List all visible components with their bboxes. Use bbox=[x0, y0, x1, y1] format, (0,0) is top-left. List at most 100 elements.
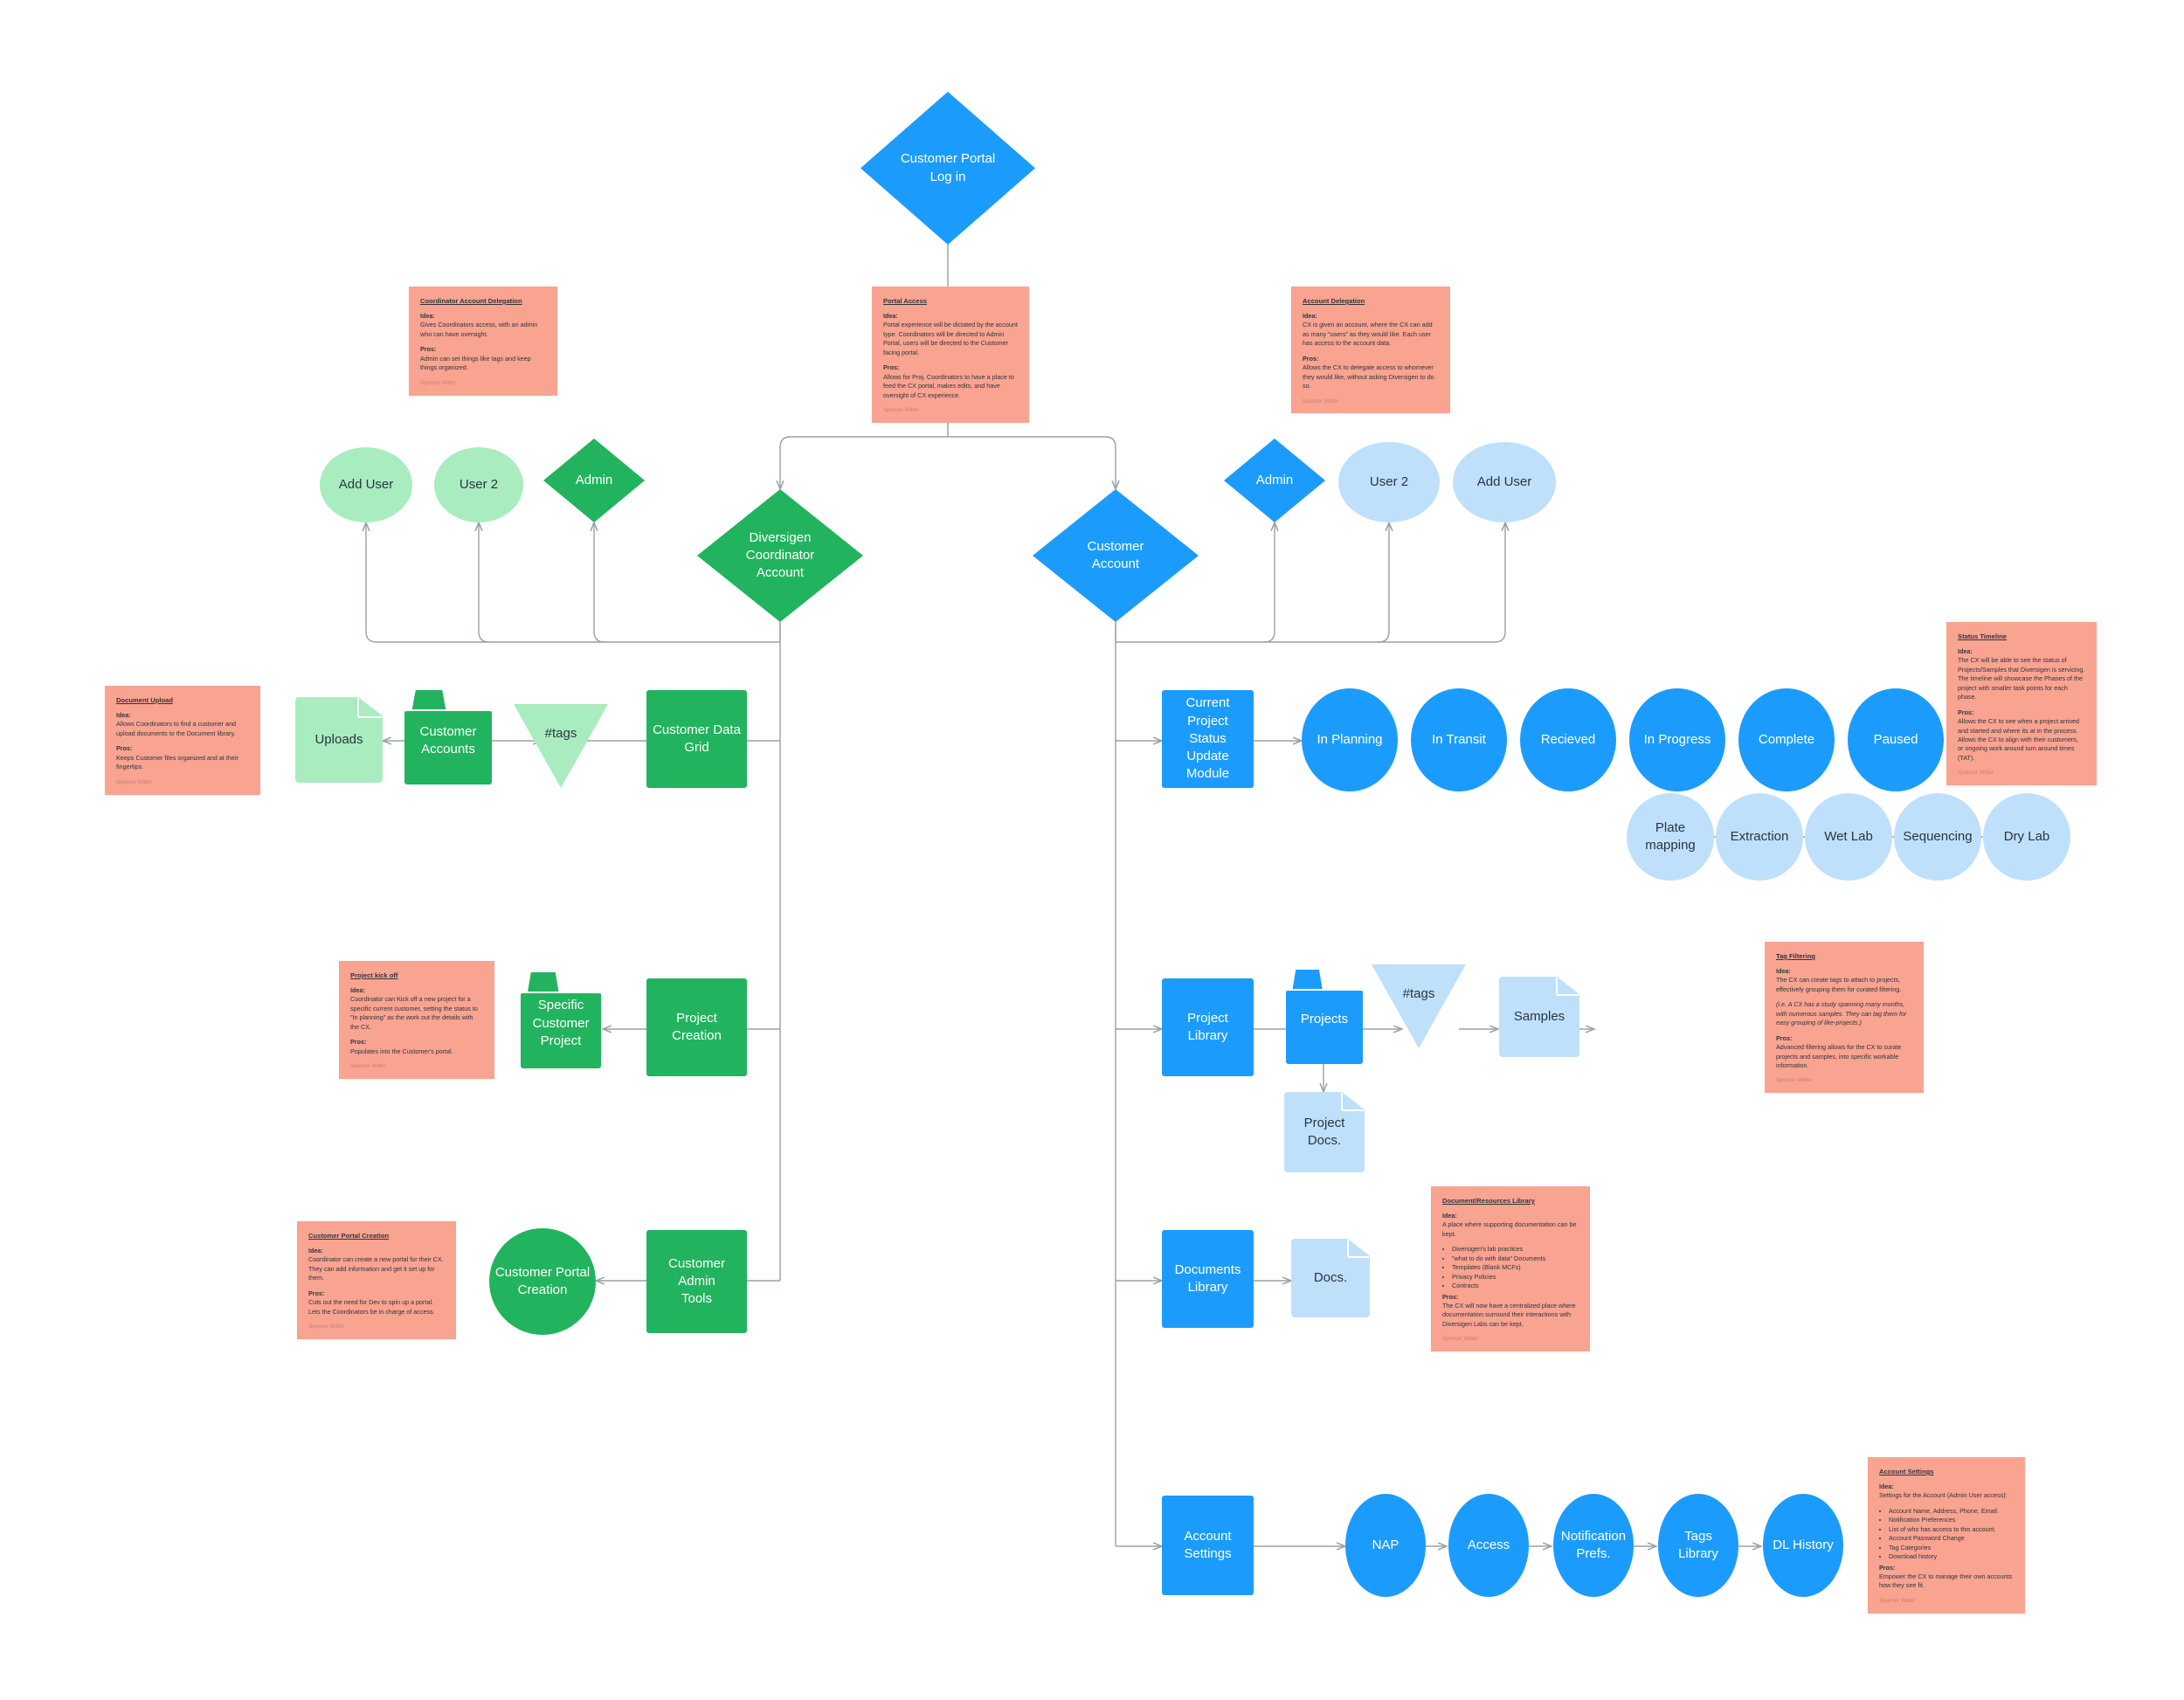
note-bullet: Templates (Blank MCFs) bbox=[1452, 1263, 1579, 1272]
node-label: Account Settings bbox=[1184, 1528, 1232, 1561]
node-customer-portal-creation[interactable]: Customer Portal Creation bbox=[489, 1228, 596, 1335]
node-project-docs[interactable]: Project Docs. bbox=[1284, 1092, 1365, 1172]
node-label: Add User bbox=[338, 476, 394, 492]
note-portal-access[interactable]: Portal Access Idea: Portal experience wi… bbox=[872, 287, 1029, 423]
note-author: Spencer Witter bbox=[116, 778, 152, 785]
note-pros-text: Advanced filtering allows for the CX to … bbox=[1776, 1043, 1902, 1069]
note-author: Spencer Witter bbox=[350, 1063, 386, 1070]
node-status-in-transit[interactable]: In Transit bbox=[1411, 688, 1507, 791]
node-status-in-planning[interactable]: In Planning bbox=[1302, 688, 1398, 791]
node-customer-portal-login[interactable]: Customer Portal Log in bbox=[860, 92, 1035, 245]
node-status-recieved[interactable]: Recieved bbox=[1520, 688, 1616, 791]
node-label: NAP bbox=[1372, 1537, 1400, 1552]
node-phase-plate-mapping[interactable]: Plate mapping bbox=[1627, 793, 1714, 881]
node-customer-account[interactable]: Customer Account bbox=[1033, 489, 1199, 622]
node-customer-admin-tools[interactable]: Customer Admin Tools bbox=[646, 1230, 747, 1333]
node-customer-accounts[interactable]: Customer Accounts bbox=[404, 690, 492, 784]
node-label: In Transit bbox=[1432, 731, 1486, 747]
node-label: Documents Library bbox=[1174, 1261, 1241, 1295]
note-account-settings[interactable]: Account Settings Idea: Settings for the … bbox=[1868, 1457, 2025, 1614]
node-phase-sequencing[interactable]: Sequencing bbox=[1894, 793, 1981, 881]
note-pros-label: Pros: bbox=[1958, 708, 1974, 716]
node-label: Samples bbox=[1513, 1008, 1565, 1024]
note-title: Coordinator Account Delegation bbox=[420, 297, 522, 305]
node-specific-customer-project[interactable]: Specific Customer Project bbox=[521, 972, 601, 1068]
node-uploads[interactable]: Uploads bbox=[295, 697, 383, 783]
node-coord-add-user[interactable]: Add User bbox=[320, 447, 412, 522]
node-cust-admin[interactable]: Admin bbox=[1224, 439, 1325, 522]
node-label: Projects bbox=[1300, 1012, 1349, 1027]
note-author: Spencer Witter bbox=[1958, 770, 1994, 777]
node-current-project-status-update-module[interactable]: Current Project Status Update Module bbox=[1162, 690, 1254, 788]
node-customer-data-grid[interactable]: Customer Data Grid bbox=[646, 690, 747, 788]
node-docs[interactable]: Docs. bbox=[1291, 1239, 1370, 1317]
note-author: Spencer Witter bbox=[1442, 1336, 1478, 1343]
note-idea-label: Idea: bbox=[1958, 647, 1973, 655]
note-bullet: Privacy Policies bbox=[1452, 1273, 1579, 1282]
node-cust-add-user[interactable]: Add User bbox=[1453, 442, 1556, 522]
note-idea-label: Idea: bbox=[1879, 1482, 1894, 1490]
node-label: Paused bbox=[1873, 731, 1918, 747]
node-status-paused[interactable]: Paused bbox=[1848, 688, 1944, 791]
node-status-complete[interactable]: Complete bbox=[1738, 688, 1835, 791]
node-setting-nap[interactable]: NAP bbox=[1345, 1494, 1426, 1597]
node-phase-extraction[interactable]: Extraction bbox=[1716, 793, 1803, 881]
node-documents-library[interactable]: Documents Library bbox=[1162, 1230, 1254, 1328]
node-setting-dl-history[interactable]: DL History bbox=[1763, 1494, 1843, 1597]
node-account-settings[interactable]: Account Settings bbox=[1162, 1496, 1254, 1595]
note-pros-text: Allows for Proj. Coordinators to have a … bbox=[883, 372, 1014, 399]
note-idea-italic: (i.e. A CX has a study spanning many mon… bbox=[1776, 1000, 1907, 1027]
folder-body bbox=[521, 992, 601, 1068]
note-title: Customer Portal Creation bbox=[308, 1232, 389, 1240]
node-label: Complete bbox=[1758, 731, 1815, 747]
note-pros-label: Pros: bbox=[1776, 1033, 1793, 1042]
note-idea-label: Idea: bbox=[1303, 312, 1317, 320]
note-idea-label: Idea: bbox=[1776, 967, 1791, 975]
node-label: Current Project Status Update Module bbox=[1185, 695, 1230, 782]
node-setting-tags-library[interactable]: Tags Library bbox=[1658, 1494, 1738, 1597]
note-pros-label: Pros: bbox=[1442, 1292, 1459, 1301]
node-coord-admin[interactable]: Admin bbox=[543, 439, 645, 522]
note-idea-label: Idea: bbox=[116, 711, 131, 719]
note-bullet: Account Name, Address, Phone, Email. bbox=[1889, 1507, 2014, 1516]
node-label: Extraction bbox=[1730, 828, 1789, 844]
node-label: Specific Customer Project bbox=[532, 998, 590, 1048]
node-phase-wet-lab[interactable]: Wet Lab bbox=[1805, 793, 1892, 881]
note-pros-text: Admin can set things like tags and keep … bbox=[420, 354, 531, 372]
node-phase-dry-lab[interactable]: Dry Lab bbox=[1983, 793, 2070, 881]
node-status-in-progress[interactable]: In Progress bbox=[1629, 688, 1725, 791]
node-label: Customer Data Grid bbox=[653, 722, 741, 755]
node-green-tags[interactable]: #tags bbox=[514, 704, 608, 788]
note-documents-resources-library[interactable]: Document/Resources Library Idea: A place… bbox=[1431, 1186, 1590, 1352]
node-setting-access[interactable]: Access bbox=[1448, 1494, 1529, 1597]
note-pros-label: Pros: bbox=[116, 744, 133, 753]
node-project-creation[interactable]: Project Creation bbox=[646, 978, 747, 1076]
node-samples[interactable]: Samples bbox=[1499, 977, 1579, 1057]
node-blue-tags[interactable]: #tags bbox=[1372, 964, 1466, 1048]
node-label: Admin bbox=[575, 472, 613, 487]
node-projects[interactable]: Projects bbox=[1286, 970, 1363, 1064]
note-author: Spencer Witter bbox=[1303, 397, 1338, 404]
node-label: Customer Portal Log in bbox=[900, 151, 996, 184]
node-project-library[interactable]: Project Library bbox=[1162, 978, 1254, 1076]
note-project-kick-off[interactable]: Project kick off Idea: Coordinator can K… bbox=[339, 961, 494, 1080]
note-document-upload[interactable]: Document Upload Idea: Allows Coordinator… bbox=[105, 686, 260, 795]
note-pros-label: Pros: bbox=[1879, 1563, 1896, 1572]
node-cust-user-2[interactable]: User 2 bbox=[1338, 442, 1440, 522]
note-title: Status Timeline bbox=[1958, 632, 2007, 640]
document-fill bbox=[1291, 1239, 1370, 1317]
note-pros-text: Allows the CX to see when a project arri… bbox=[1958, 717, 2080, 762]
note-customer-portal-creation[interactable]: Customer Portal Creation Idea: Coordinat… bbox=[297, 1221, 456, 1340]
note-idea-text: CX is given an account, where the CX can… bbox=[1303, 321, 1433, 348]
note-coordinator-account-delegation[interactable]: Coordinator Account Delegation Idea: Giv… bbox=[409, 287, 557, 396]
node-setting-notification-prefs[interactable]: Notification Prefs. bbox=[1553, 1494, 1634, 1597]
node-diversigen-coordinator-account[interactable]: Diversigen Coordinator Account bbox=[697, 489, 863, 622]
node-label: In Progress bbox=[1643, 731, 1711, 747]
node-label: Docs. bbox=[1313, 1269, 1348, 1285]
node-label: Recieved bbox=[1540, 731, 1596, 747]
note-account-delegation[interactable]: Account Delegation Idea: CX is given an … bbox=[1291, 287, 1450, 414]
note-idea-label: Idea: bbox=[420, 312, 435, 320]
note-status-timeline[interactable]: Status Timeline Idea: The CX will be abl… bbox=[1946, 622, 2097, 786]
note-tag-filtering[interactable]: Tag Filtering Idea: The CX can create ta… bbox=[1765, 942, 1924, 1094]
node-coord-user-2[interactable]: User 2 bbox=[434, 447, 523, 522]
